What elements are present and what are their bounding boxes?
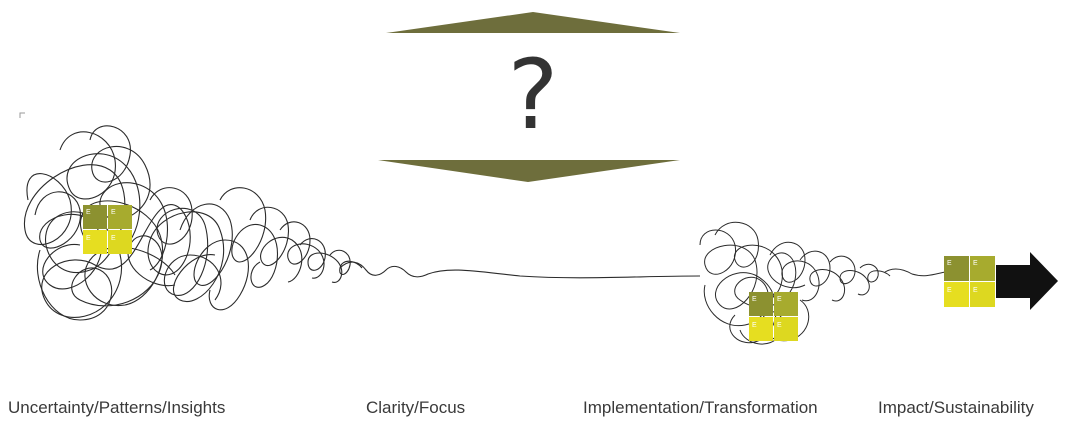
- question-mark: ?: [488, 40, 578, 150]
- svg-text:E: E: [777, 322, 782, 329]
- top-triangle: [386, 12, 680, 33]
- svg-text:E: E: [973, 287, 978, 294]
- bottom-triangle: [378, 160, 680, 182]
- svg-text:E: E: [777, 296, 782, 303]
- corner-mark: [20, 113, 25, 118]
- right-scribble: [700, 222, 945, 344]
- tile-cluster-middle: E E E E: [749, 292, 798, 341]
- left-scribble: [24, 126, 362, 320]
- stage-label-clarity: Clarity/Focus: [366, 398, 465, 418]
- svg-text:E: E: [111, 235, 116, 242]
- svg-text:E: E: [752, 322, 757, 329]
- svg-text:E: E: [752, 296, 757, 303]
- svg-text:E: E: [973, 260, 978, 267]
- stage-label-impact: Impact/Sustainability: [878, 398, 1034, 418]
- svg-text:E: E: [111, 209, 116, 216]
- stage-label-implementation: Implementation/Transformation: [583, 398, 818, 418]
- stage-label-uncertainty: Uncertainty/Patterns/Insights: [8, 398, 225, 418]
- arrow-right-icon: [996, 252, 1058, 310]
- svg-text:E: E: [86, 235, 91, 242]
- tile-cluster-right: E E E E: [944, 256, 995, 307]
- svg-text:E: E: [947, 287, 952, 294]
- svg-text:E: E: [86, 209, 91, 216]
- connecting-line: [340, 262, 700, 278]
- svg-text:E: E: [947, 260, 952, 267]
